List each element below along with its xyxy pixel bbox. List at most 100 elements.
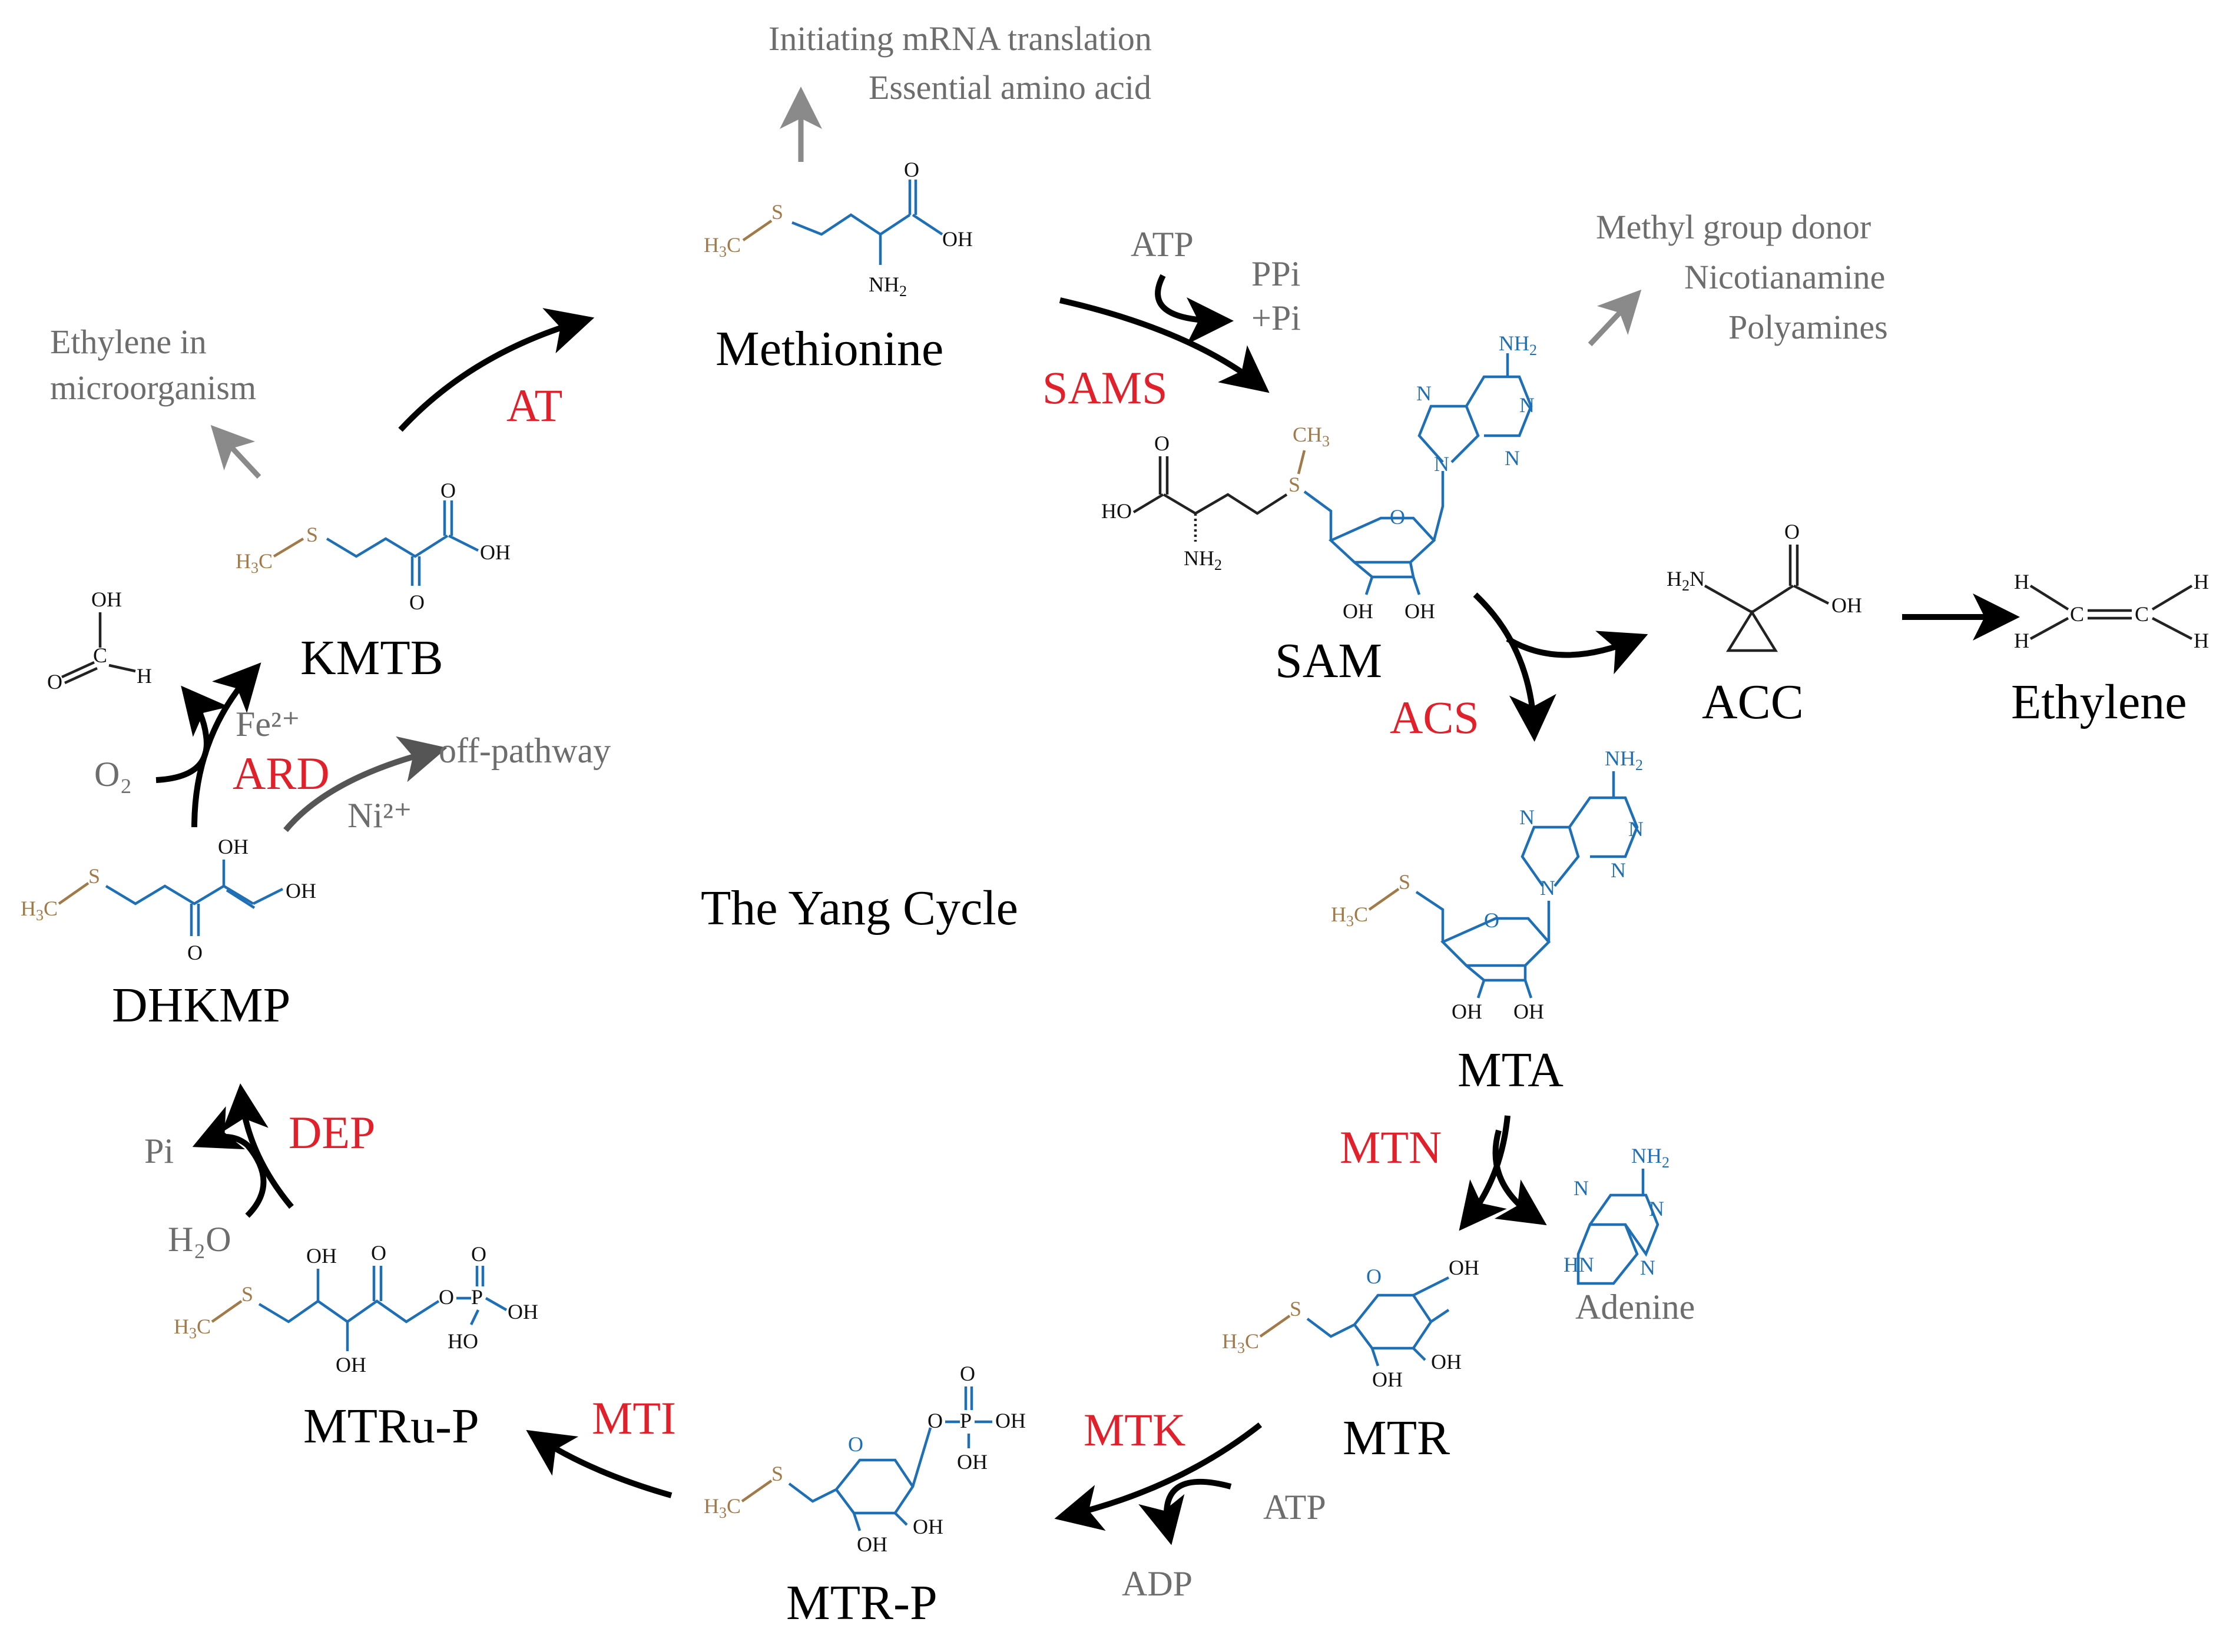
svg-text:OH: OH <box>480 540 511 564</box>
acc-label: ACC <box>1702 675 1804 729</box>
svg-text:H: H <box>2014 570 2029 593</box>
svg-text:O: O <box>1390 505 1405 529</box>
svg-text:O: O <box>409 591 425 614</box>
mtr-p-label: MTR-P <box>786 1575 938 1630</box>
svg-text:NH2: NH2 <box>869 273 907 300</box>
svg-text:O: O <box>187 941 203 964</box>
mtru-p-label: MTRu-P <box>303 1399 479 1454</box>
svg-text:C: C <box>2135 602 2149 626</box>
enzyme-at: AT <box>506 380 562 431</box>
svg-text:NH2: NH2 <box>1631 1144 1670 1171</box>
svg-text:N: N <box>1519 805 1535 829</box>
svg-text:O: O <box>1366 1265 1382 1288</box>
enzyme-mti: MTI <box>592 1392 676 1444</box>
svg-text:N: N <box>1611 858 1626 882</box>
formate-structure: OH C O H <box>47 588 152 694</box>
svg-text:HN: HN <box>1564 1253 1594 1276</box>
svg-text:O: O <box>928 1409 943 1432</box>
svg-text:OH: OH <box>1431 1350 1462 1374</box>
svg-text:H3C: H3C <box>704 1494 741 1521</box>
atp-sams-label: ATP <box>1131 225 1194 264</box>
svg-text:NH2: NH2 <box>1605 747 1643 774</box>
acc-structure: H2N O OH <box>1667 520 1862 652</box>
svg-text:N: N <box>1540 876 1555 900</box>
svg-text:O: O <box>1484 908 1499 932</box>
svg-text:OH: OH <box>1372 1368 1403 1391</box>
mtk-arrow <box>1054 1422 1263 1531</box>
svg-text:O: O <box>439 1285 454 1309</box>
sams-arrow <box>1059 297 1270 393</box>
svg-text:S: S <box>771 1462 783 1485</box>
svg-text:O: O <box>904 158 919 181</box>
svg-text:N: N <box>1416 382 1432 405</box>
note-polyamines: Polyamines <box>1728 308 1888 346</box>
svg-text:S: S <box>1399 870 1410 894</box>
mta-structure: H3C S O OH OH N N N N NH2 <box>1331 747 1644 1023</box>
svg-text:OH: OH <box>913 1515 943 1538</box>
svg-text:O: O <box>1784 520 1800 543</box>
dhkmp-structure: H3C S O OH OH <box>21 835 316 964</box>
adp-label: ADP <box>1122 1564 1192 1603</box>
methionine-structure: H3C S O OH NH2 <box>704 158 973 300</box>
mtr-p-structure: H3C S O OH OH O P O OH OH <box>704 1362 1026 1556</box>
svg-text:H: H <box>2194 629 2209 652</box>
atp-ppi-arrow <box>1155 274 1234 344</box>
enzyme-mtn: MTN <box>1340 1122 1442 1173</box>
svg-text:S: S <box>241 1282 253 1306</box>
svg-text:O: O <box>471 1242 486 1266</box>
svg-text:OH: OH <box>336 1353 366 1376</box>
svg-text:OH: OH <box>957 1450 988 1474</box>
svg-text:P: P <box>960 1409 972 1432</box>
svg-text:N: N <box>1519 393 1535 417</box>
svg-text:N: N <box>1574 1176 1589 1200</box>
note-essential-amino-acid: Essential amino acid <box>869 68 1151 107</box>
svg-text:H3C: H3C <box>174 1315 211 1342</box>
ethylene-structure: H H C C H H <box>2014 570 2209 652</box>
diagram-title: The Yang Cycle <box>701 881 1018 936</box>
fe-label: Fe²⁺ <box>236 705 300 744</box>
svg-text:NH2: NH2 <box>1499 331 1537 359</box>
ppi-label: PPi <box>1251 254 1300 293</box>
svg-text:O: O <box>848 1432 863 1456</box>
svg-text:S: S <box>1290 1297 1301 1321</box>
kmtb-note-arrow <box>210 424 261 479</box>
methionine-label: Methionine <box>716 321 943 376</box>
mtr-structure: H3C S O OH OH OH <box>1222 1256 1479 1391</box>
svg-text:H3C: H3C <box>21 897 58 924</box>
note-ethylene-in: Ethylene in <box>50 323 207 361</box>
svg-text:H3C: H3C <box>704 233 741 260</box>
adenine-label: Adenine <box>1575 1288 1695 1326</box>
sam-note-arrow <box>1588 289 1642 347</box>
mtru-p-structure: H3C S OH OH O O P O OH HO <box>174 1241 538 1376</box>
svg-text:OH: OH <box>1343 599 1373 623</box>
enzyme-acs: ACS <box>1390 692 1479 743</box>
svg-text:CH3: CH3 <box>1293 423 1330 450</box>
svg-text:C: C <box>2070 602 2084 626</box>
atp-adp-arrow <box>1138 1479 1232 1545</box>
ethylene-label: Ethylene <box>2011 675 2187 729</box>
svg-text:OH: OH <box>1452 1000 1482 1023</box>
svg-text:OH: OH <box>1404 599 1435 623</box>
sam-structure: HO O NH2 S CH3 O OH OH N N N N NH2 <box>1101 331 1537 623</box>
svg-text:H: H <box>137 664 152 688</box>
svg-text:OH: OH <box>857 1532 887 1556</box>
dhkmp-label: DHKMP <box>112 978 290 1033</box>
svg-text:N: N <box>1628 817 1644 841</box>
svg-text:C: C <box>93 643 107 667</box>
svg-text:H3C: H3C <box>236 549 273 576</box>
svg-text:O: O <box>960 1362 975 1385</box>
svg-text:OH: OH <box>1513 1000 1544 1023</box>
pi-dep-label: Pi <box>144 1132 174 1170</box>
svg-text:H3C: H3C <box>1331 903 1368 930</box>
svg-text:OH: OH <box>286 879 316 903</box>
svg-text:S: S <box>88 864 100 888</box>
adenine-release-arrow <box>1492 1129 1547 1226</box>
note-microorganism: microorganism <box>50 369 256 407</box>
svg-text:OH: OH <box>218 835 249 858</box>
svg-text:H: H <box>2194 570 2209 593</box>
adenine-structure: N HN N N NH2 <box>1564 1144 1670 1285</box>
svg-text:OH: OH <box>306 1244 337 1268</box>
svg-text:S: S <box>306 523 318 546</box>
enzyme-mtk: MTK <box>1084 1404 1185 1455</box>
